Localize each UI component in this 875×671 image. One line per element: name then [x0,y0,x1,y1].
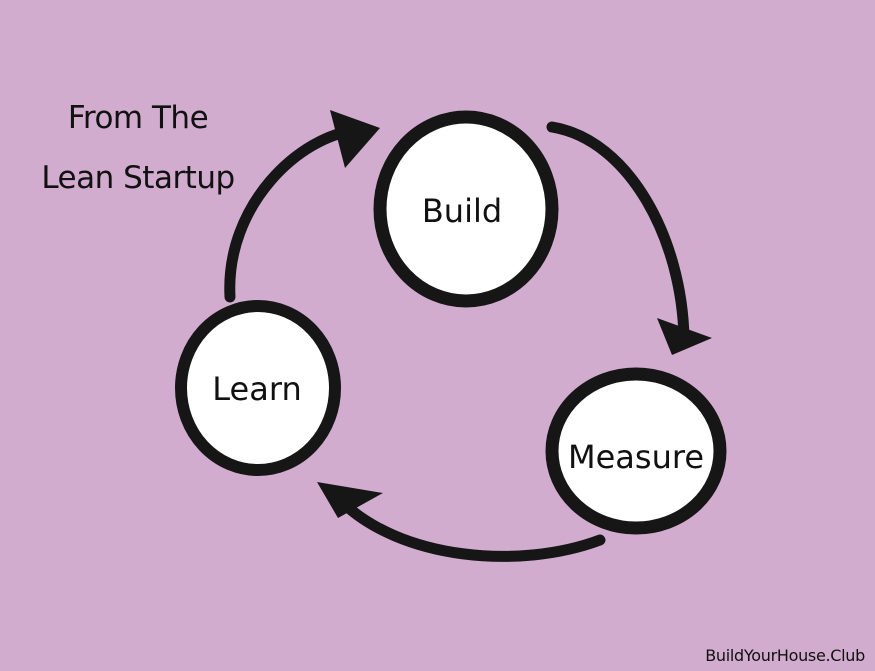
learn-node-circle [175,300,341,476]
caption-line-2: Lean Startup [41,160,235,196]
source-caption: From The Lean Startup [28,88,248,208]
build-node-circle [373,110,559,308]
arrow-build-to-measure [546,121,690,344]
arrow-learn-to-build [224,124,364,303]
caption-line-1: From The [67,100,209,136]
learn-label: Learn [212,370,301,408]
site-credit: BuildYourHouse.Club [705,646,865,665]
arrowhead-build [330,110,380,168]
arrow-measure-to-learn [334,494,606,562]
arrowhead-learn [317,482,383,518]
measure-label: Measure [568,438,704,476]
build-label: Build [422,192,502,230]
measure-node-circle [545,367,727,535]
arrowhead-measure [657,318,712,355]
